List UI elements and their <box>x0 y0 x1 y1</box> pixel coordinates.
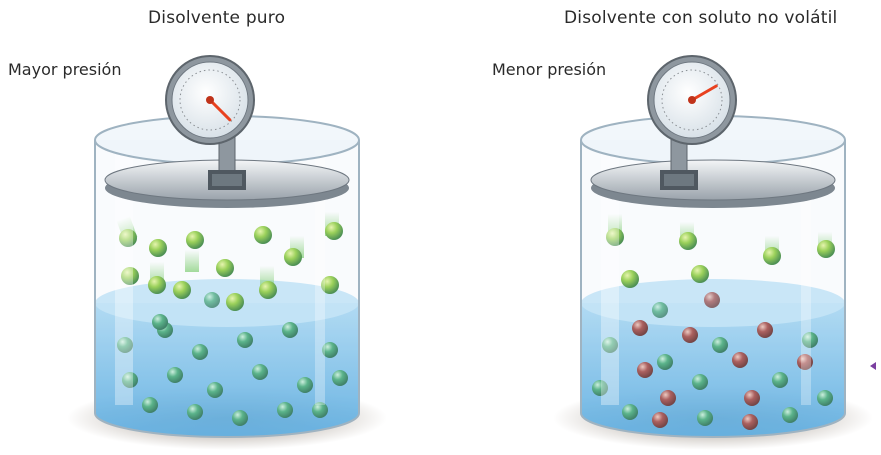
vapor-molecules <box>116 212 343 311</box>
glass-wall <box>580 140 846 438</box>
pressure-gauge-low <box>647 55 737 145</box>
solute-molecules <box>632 320 813 430</box>
gauge-needle <box>690 84 718 102</box>
edge-marker-icon <box>870 362 876 370</box>
liquid-body <box>581 303 845 437</box>
liquid-solvent-molecules <box>592 332 833 426</box>
vapor-molecules <box>606 214 835 318</box>
gauge-needle <box>208 98 232 122</box>
solution-container <box>553 55 873 450</box>
panel-title-solution: Disolvente con soluto no volátil <box>564 8 838 28</box>
pressure-gauge-high <box>165 55 255 145</box>
panel-title-pure-solvent: Disolvente puro <box>148 8 286 28</box>
pure-solvent-container <box>67 55 387 450</box>
pressure-label-higher: Mayor presión <box>8 60 122 79</box>
piston-lid <box>590 159 836 201</box>
liquid-solvent-molecules <box>117 314 348 426</box>
glass-wall <box>94 140 360 438</box>
pressure-label-lower: Menor presión <box>492 60 607 79</box>
